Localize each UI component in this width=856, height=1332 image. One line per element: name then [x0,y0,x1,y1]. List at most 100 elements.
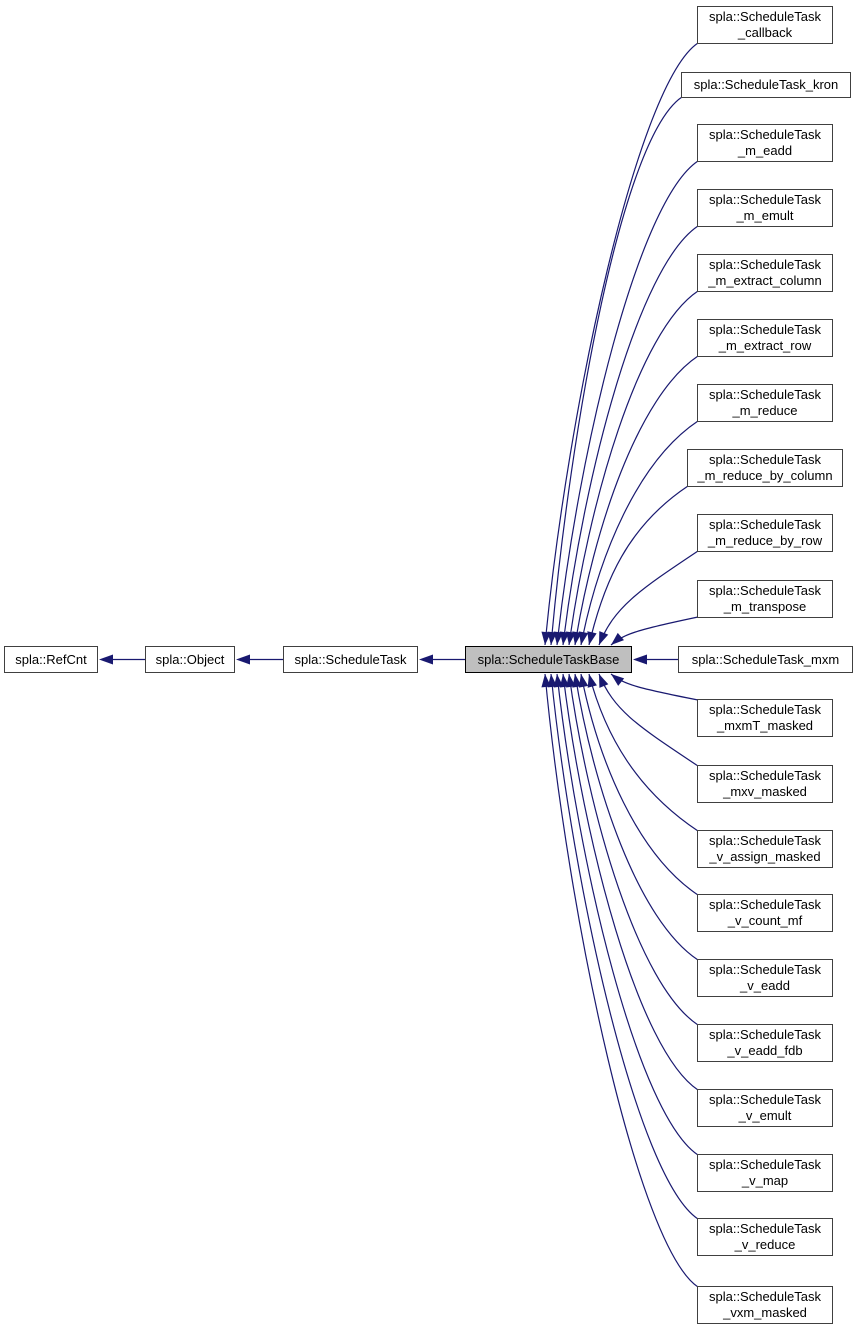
class-node-kron[interactable]: spla::ScheduleTask_kron [681,72,851,98]
inheritance-arrowhead [236,654,250,665]
inheritance-edge [574,355,699,646]
class-node-callback[interactable]: spla::ScheduleTask_callback [697,6,833,44]
inheritance-edge [610,673,699,701]
class-node-label: _mxv_masked [723,784,807,799]
class-node-label: _m_eadd [737,143,793,158]
class-node-m-eadd[interactable]: spla::ScheduleTask_m_eadd [697,124,833,162]
class-node-m-emult[interactable]: spla::ScheduleTask_m_emult [697,189,833,227]
inheritance-edge [588,485,689,646]
class-node-vxm-masked[interactable]: spla::ScheduleTask_vxm_masked [697,1286,833,1324]
class-node-label: _v_map [741,1173,789,1188]
class-node-m-extract-row[interactable]: spla::ScheduleTask_m_extract_row [697,319,833,357]
class-node-label: spla::Object [155,651,225,667]
class-node-label: _m_transpose [723,599,807,614]
class-node-mxv-masked[interactable]: spla::ScheduleTask_mxv_masked [697,765,833,803]
inheritance-arrowhead [599,674,609,688]
inheritance-edge [544,673,699,1288]
class-node-label: spla::ScheduleTask [708,897,821,912]
class-node-label: spla::ScheduleTask [708,768,821,783]
class-node-label: spla::ScheduleTask [708,1289,821,1304]
class-node-label: spla::ScheduleTask [708,322,821,337]
class-node-label: spla::ScheduleTask [708,452,821,467]
inheritance-edge [610,616,699,646]
inheritance-edge [562,673,699,1091]
inheritance-edge [598,673,699,767]
inheritance-edge [568,290,699,646]
inheritance-arrowhead [572,674,582,688]
inheritance-arrowhead [587,631,597,645]
class-node-v-emult[interactable]: spla::ScheduleTask_v_emult [697,1089,833,1127]
class-node-label: spla::ScheduleTask [708,702,821,717]
class-node-v-eadd-fdb[interactable]: spla::ScheduleTask_v_eadd_fdb [697,1024,833,1062]
class-node-label: _m_emult [736,208,794,223]
class-node-label: spla::ScheduleTaskBase [477,651,620,667]
class-node-schedule-task-base: spla::ScheduleTaskBase [465,646,632,673]
inheritance-edge [588,673,699,832]
class-node-label: _mxmT_masked [716,718,814,733]
class-node-label: spla::ScheduleTask [708,1092,821,1107]
inheritance-arrowhead [553,674,564,688]
class-node-label: _v_eadd_fdb [727,1043,803,1058]
class-node-label: _v_eadd [740,978,790,993]
class-node-v-reduce[interactable]: spla::ScheduleTask_v_reduce [697,1218,833,1256]
class-node-label: spla::ScheduleTask [708,192,821,207]
inheritance-arrowhead [633,654,647,665]
class-node-label: spla::ScheduleTask [708,583,821,598]
inheritance-edge [556,673,699,1156]
class-node-m-extract-column[interactable]: spla::ScheduleTask_m_extract_column [697,254,833,292]
inheritance-edge [550,96,683,646]
inheritance-edge [544,42,699,646]
class-node-label: spla::ScheduleTask [708,1157,821,1172]
inheritance-arrowhead [559,674,570,688]
class-node-label: _m_reduce_by_row [707,533,823,548]
inheritance-edge [556,160,699,646]
class-node-label: _v_count_mf [727,913,803,928]
inheritance-arrowhead [578,674,589,688]
class-node-label: _vxm_masked [723,1305,807,1320]
class-node-label: _v_emult [738,1108,792,1123]
inheritance-arrowhead [611,674,625,686]
class-node-label: spla::ScheduleTask [294,651,407,667]
inheritance-arrowhead [587,674,597,688]
class-node-label: spla::ScheduleTask [708,1221,821,1236]
class-node-m-transpose[interactable]: spla::ScheduleTask_m_transpose [697,580,833,618]
inheritance-edge [562,225,699,646]
class-node-mxmT-masked[interactable]: spla::ScheduleTask_mxmT_masked [697,699,833,737]
class-node-label: _v_reduce [734,1237,796,1252]
class-node-label: _m_reduce_by_column [697,468,833,483]
class-node-label: _m_extract_row [718,338,812,353]
inheritance-arrowhead [99,654,113,665]
class-node-label: spla::ScheduleTask [708,1027,821,1042]
class-node-label: spla::RefCnt [15,651,87,667]
inheritance-arrowhead [611,632,624,645]
class-node-v-map[interactable]: spla::ScheduleTask_v_map [697,1154,833,1192]
class-node-label: spla::ScheduleTask [708,387,821,402]
class-node-label: spla::ScheduleTask [708,127,821,142]
class-node-schedule-task[interactable]: spla::ScheduleTask [283,646,418,673]
class-node-v-count-mf[interactable]: spla::ScheduleTask_v_count_mf [697,894,833,932]
inheritance-edge [550,673,699,1220]
class-node-label: spla::ScheduleTask [708,833,821,848]
class-node-label: spla::ScheduleTask_kron [693,77,839,92]
class-node-v-assign-masked[interactable]: spla::ScheduleTask_v_assign_masked [697,830,833,868]
inheritance-arrowhead [541,674,551,688]
class-node-label: spla::ScheduleTask [708,9,821,24]
class-node-m-reduce-by-row[interactable]: spla::ScheduleTask_m_reduce_by_row [697,514,833,552]
inheritance-edge [580,420,699,646]
inheritance-edge [580,673,699,896]
class-node-m-reduce[interactable]: spla::ScheduleTask_m_reduce [697,384,833,422]
class-node-v-eadd[interactable]: spla::ScheduleTask_v_eadd [697,959,833,997]
class-node-m-reduce-by-column[interactable]: spla::ScheduleTask_m_reduce_by_column [687,449,843,487]
class-node-ref-cnt[interactable]: spla::RefCnt [4,646,98,673]
inheritance-edge [574,673,699,961]
class-node-label: spla::ScheduleTask_mxm [691,651,840,667]
inheritance-edge [598,550,699,646]
inheritance-arrowhead [578,631,589,645]
class-node-mxm[interactable]: spla::ScheduleTask_mxm [678,646,853,673]
class-node-label: _callback [737,25,793,40]
class-node-object[interactable]: spla::Object [145,646,235,673]
inheritance-edge [568,673,699,1026]
class-node-label: _m_reduce [732,403,798,418]
